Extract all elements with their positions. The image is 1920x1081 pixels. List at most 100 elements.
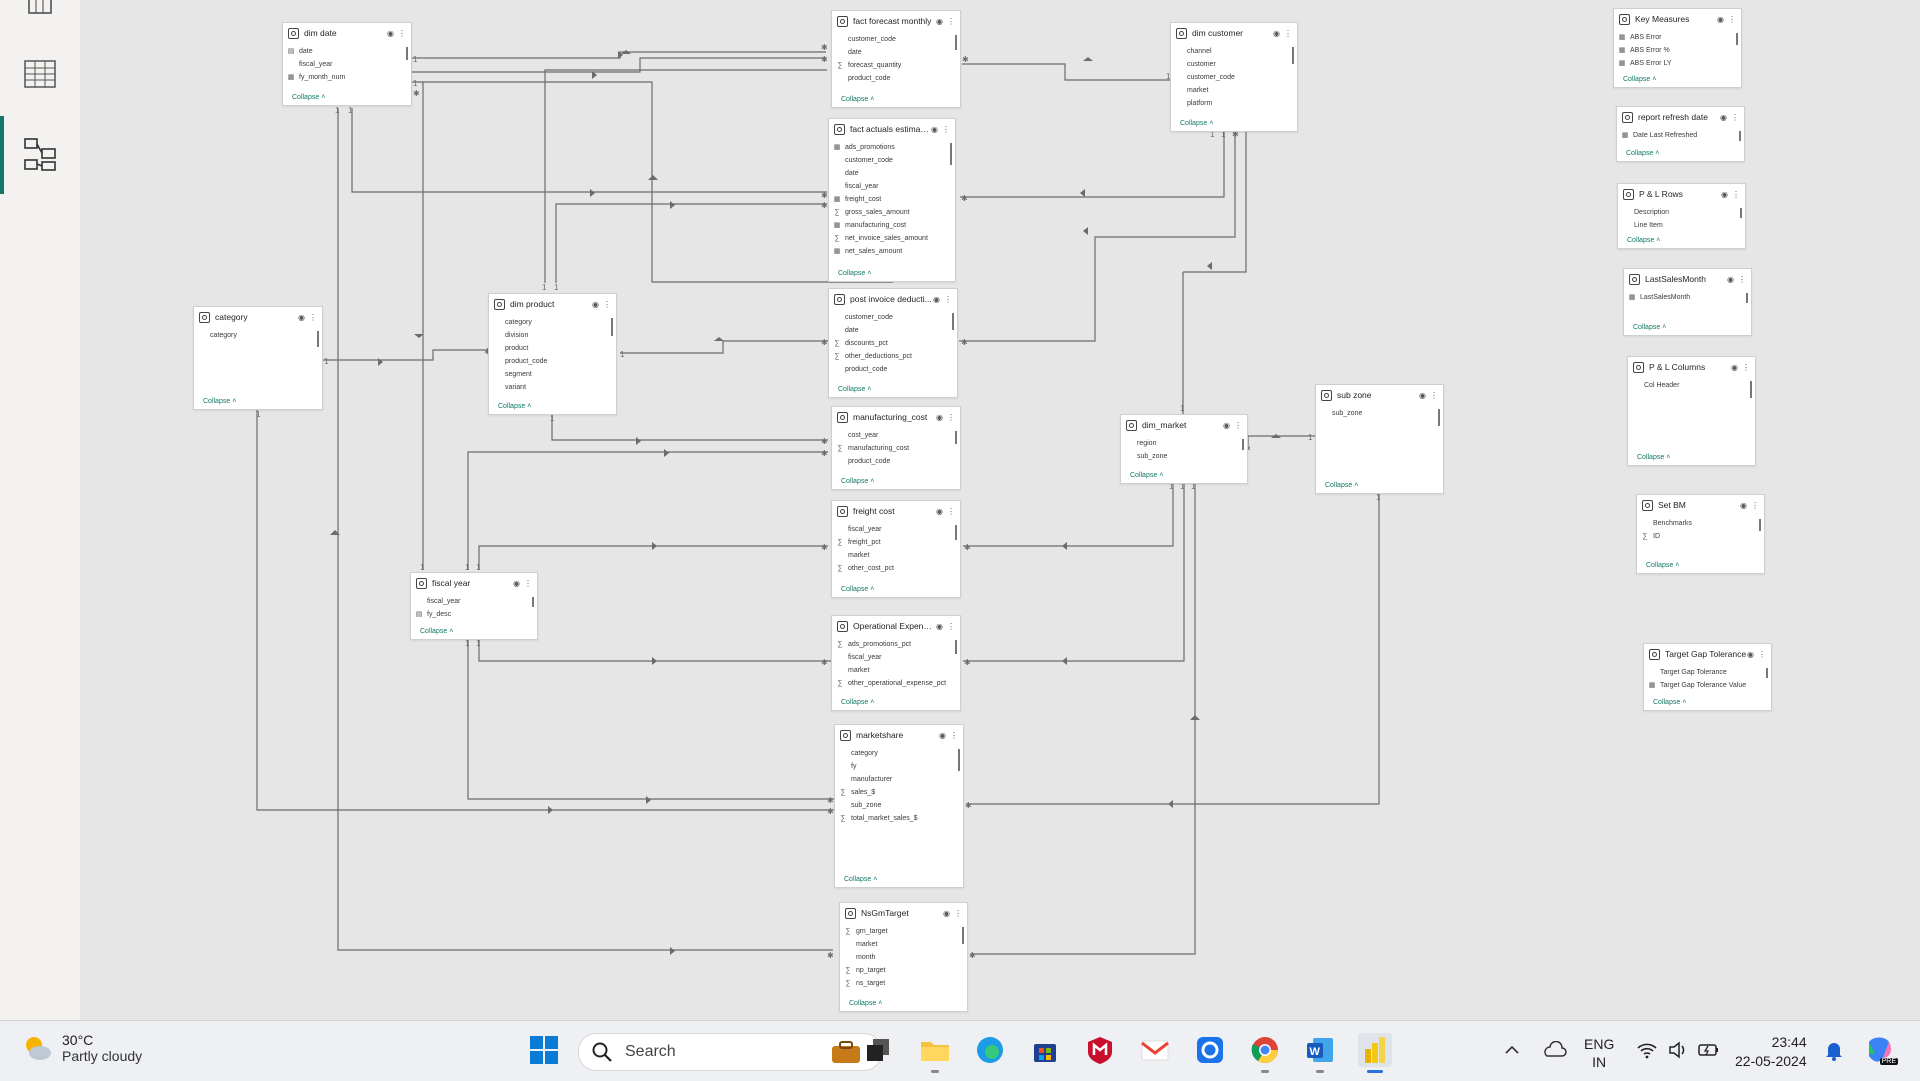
field-item[interactable]: date — [829, 324, 957, 337]
field-item[interactable]: Benchmarks — [1637, 517, 1764, 530]
more-options-icon[interactable]: ⋮ — [950, 730, 958, 740]
more-options-icon[interactable]: ⋮ — [947, 506, 955, 516]
field-item[interactable]: product — [489, 342, 616, 355]
table-card-report-refresh-date[interactable]: report refresh date◉⋮ ▦Date Last Refreshe… — [1616, 106, 1745, 162]
visibility-eye-icon[interactable]: ◉ — [387, 28, 394, 38]
table-card-header[interactable]: fiscal year◉⋮ — [411, 573, 537, 593]
table-card-header[interactable]: Target Gap Tolerance◉⋮ — [1644, 644, 1771, 664]
field-item[interactable]: cost_year — [832, 429, 960, 442]
table-card-header[interactable]: category◉⋮ — [194, 307, 322, 327]
field-scrollbar[interactable] — [955, 431, 957, 444]
field-item[interactable]: ▦Target Gap Tolerance Value — [1644, 679, 1771, 692]
collapse-link[interactable]: Collapse ˄ — [1627, 237, 1660, 244]
field-item[interactable]: ∑forecast_quantity — [832, 59, 960, 72]
more-options-icon[interactable]: ⋮ — [942, 124, 950, 134]
field-item[interactable]: market — [840, 938, 967, 951]
field-item[interactable]: category — [835, 747, 963, 760]
visibility-eye-icon[interactable]: ◉ — [936, 506, 943, 516]
field-item[interactable]: market — [832, 664, 960, 677]
visibility-eye-icon[interactable]: ◉ — [939, 730, 946, 740]
visibility-eye-icon[interactable]: ◉ — [1731, 362, 1738, 372]
field-item[interactable]: Target Gap Tolerance — [1644, 666, 1771, 679]
clock[interactable]: 23:44 22-05-2024 — [1735, 1033, 1807, 1071]
field-item[interactable]: Description — [1618, 206, 1745, 219]
table-card-header[interactable]: report refresh date◉⋮ — [1617, 107, 1744, 127]
field-scrollbar[interactable] — [1759, 519, 1761, 531]
field-item[interactable]: Line Item — [1618, 219, 1745, 232]
collapse-link[interactable]: Collapse ˄ — [1653, 699, 1686, 706]
task-view-button[interactable] — [861, 1033, 895, 1067]
field-item[interactable]: ▦Date Last Refreshed — [1617, 129, 1744, 142]
field-scrollbar[interactable] — [317, 331, 319, 347]
table-card-header[interactable]: fact forecast monthly◉⋮ — [832, 11, 960, 31]
visibility-eye-icon[interactable]: ◉ — [513, 578, 520, 588]
collapse-link[interactable]: Collapse ˄ — [203, 398, 236, 405]
visibility-eye-icon[interactable]: ◉ — [936, 16, 943, 26]
field-item[interactable]: product_code — [489, 355, 616, 368]
table-card-target-gap-tolerance[interactable]: Target Gap Tolerance◉⋮ Target Gap Toleran… — [1643, 643, 1772, 711]
more-options-icon[interactable]: ⋮ — [944, 294, 952, 304]
field-scrollbar[interactable] — [952, 313, 954, 330]
table-card-header[interactable]: marketshare◉⋮ — [835, 725, 963, 745]
more-options-icon[interactable]: ⋮ — [603, 299, 611, 309]
field-item[interactable]: customer_code — [1171, 71, 1297, 84]
field-item[interactable]: ∑other_cost_pct — [832, 562, 960, 575]
collapse-link[interactable]: Collapse ˄ — [1633, 324, 1666, 331]
field-item[interactable]: ∑manufacturing_cost — [832, 442, 960, 455]
field-scrollbar[interactable] — [1750, 381, 1752, 398]
field-item[interactable]: ▦freight_cost — [829, 193, 955, 206]
field-item[interactable]: ∑freight_pct — [832, 536, 960, 549]
field-item[interactable]: product_code — [832, 455, 960, 468]
field-item[interactable]: ∑total_market_sales_$ — [835, 812, 963, 825]
table-card-header[interactable]: sub zone◉⋮ — [1316, 385, 1443, 405]
table-card-header[interactable]: Key Measures◉⋮ — [1614, 9, 1741, 29]
visibility-eye-icon[interactable]: ◉ — [931, 124, 938, 134]
field-scrollbar[interactable] — [1766, 668, 1768, 679]
collapse-link[interactable]: Collapse ˄ — [1626, 150, 1659, 157]
field-item[interactable]: ∑sales_$ — [835, 786, 963, 799]
visibility-eye-icon[interactable]: ◉ — [1223, 420, 1230, 430]
more-options-icon[interactable]: ⋮ — [947, 621, 955, 631]
collapse-link[interactable]: Collapse ˄ — [498, 403, 531, 410]
visibility-eye-icon[interactable]: ◉ — [943, 908, 950, 918]
more-options-icon[interactable]: ⋮ — [1234, 420, 1242, 430]
report-view-button[interactable] — [14, 0, 66, 30]
more-options-icon[interactable]: ⋮ — [524, 578, 532, 588]
more-options-icon[interactable]: ⋮ — [1731, 112, 1739, 122]
more-options-icon[interactable]: ⋮ — [1284, 28, 1292, 38]
table-card-header[interactable]: fact actuals estimates◉⋮ — [829, 119, 955, 139]
field-item[interactable]: product_code — [832, 72, 960, 85]
visibility-eye-icon[interactable]: ◉ — [1419, 390, 1426, 400]
collapse-link[interactable]: Collapse ˄ — [841, 478, 874, 485]
field-item[interactable]: ▦fy_month_num — [283, 71, 411, 84]
table-card-header[interactable]: Set BM◉⋮ — [1637, 495, 1764, 515]
field-scrollbar[interactable] — [1739, 131, 1741, 141]
visibility-eye-icon[interactable]: ◉ — [1721, 189, 1728, 199]
field-item[interactable]: region — [1121, 437, 1247, 450]
field-item[interactable]: ∑discounts_pct — [829, 337, 957, 350]
field-item[interactable]: sub_zone — [1316, 407, 1443, 420]
more-options-icon[interactable]: ⋮ — [954, 908, 962, 918]
taskbar-search-box[interactable]: Search — [578, 1033, 882, 1071]
copilot-button[interactable]: PRE — [1862, 1033, 1898, 1067]
field-scrollbar[interactable] — [955, 525, 957, 540]
more-options-icon[interactable]: ⋮ — [1732, 189, 1740, 199]
field-item[interactable]: sub_zone — [835, 799, 963, 812]
more-options-icon[interactable]: ⋮ — [1738, 274, 1746, 284]
field-scrollbar[interactable] — [1292, 47, 1294, 64]
show-hidden-icons-button[interactable] — [1495, 1033, 1529, 1067]
field-item[interactable]: ∑gm_target — [840, 925, 967, 938]
field-item[interactable]: sub_zone — [1121, 450, 1247, 463]
collapse-link[interactable]: Collapse ˄ — [1130, 472, 1163, 479]
chat-app-button[interactable] — [1193, 1033, 1227, 1067]
field-item[interactable]: division — [489, 329, 616, 342]
field-item[interactable]: date — [832, 46, 960, 59]
visibility-eye-icon[interactable]: ◉ — [1747, 649, 1754, 659]
